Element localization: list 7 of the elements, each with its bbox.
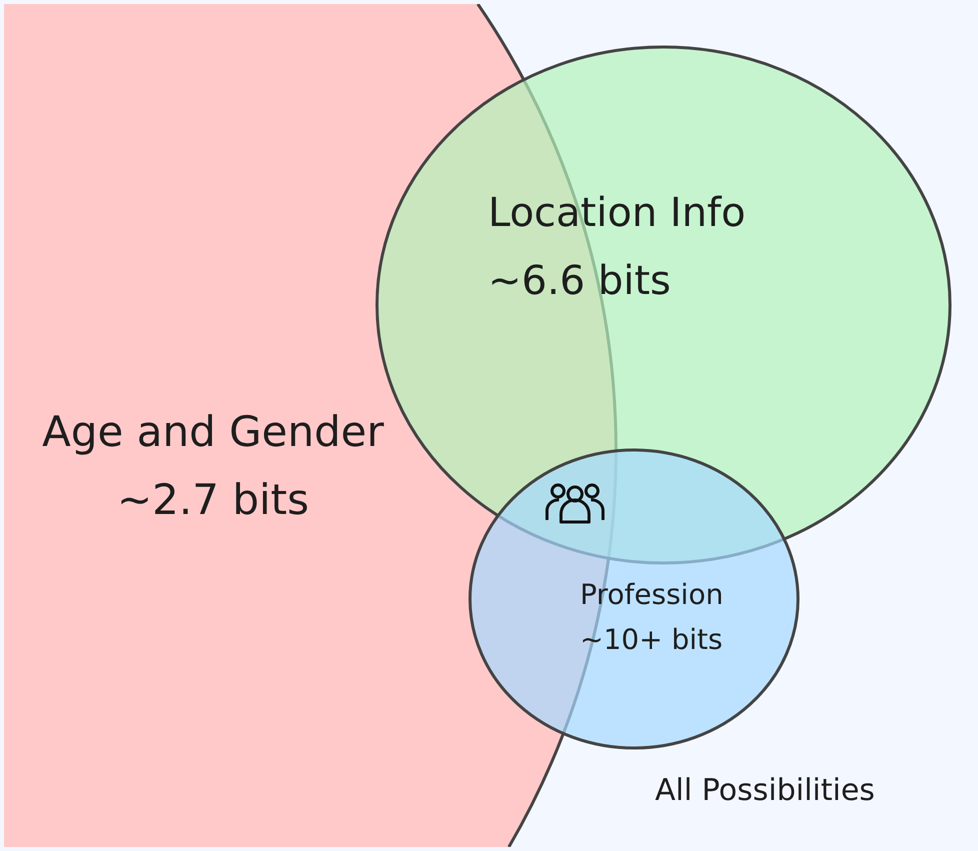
set-value: ~6.6 bits (488, 261, 671, 301)
set-label: Profession (580, 580, 724, 609)
set-label: Location Info (488, 193, 746, 233)
set-label: Age and Gender (42, 411, 384, 454)
set-value: ~2.7 bits (117, 479, 309, 522)
set-value: ~10+ bits (580, 626, 723, 654)
set-label: All Possibilities (655, 776, 875, 806)
